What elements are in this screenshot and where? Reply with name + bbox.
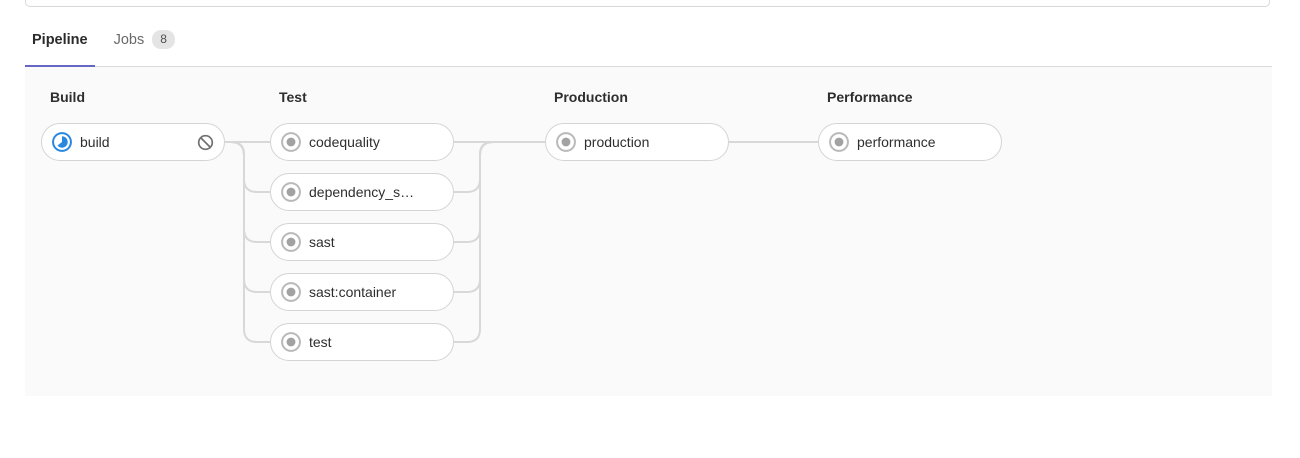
job-pill-codequality[interactable]: codequality xyxy=(270,123,454,161)
job-pill-dependency-s[interactable]: dependency_s… xyxy=(270,173,454,211)
stage-header-build: Build xyxy=(50,89,85,105)
pipeline-graph: Build build Test codequality dependency_s…sa… xyxy=(25,67,1272,396)
tab-bar: Pipeline Jobs 8 xyxy=(25,8,1272,67)
job-label: production xyxy=(584,134,650,150)
tab-jobs[interactable]: Jobs 8 xyxy=(107,8,182,67)
job-pill-sast[interactable]: sast xyxy=(270,223,454,261)
created-status-icon xyxy=(281,332,301,352)
job-pill-production[interactable]: production xyxy=(545,123,729,161)
job-pill-sast-container[interactable]: sast:container xyxy=(270,273,454,311)
job-label: codequality xyxy=(309,134,380,150)
stage-header-performance: Performance xyxy=(827,89,913,105)
job-label: build xyxy=(80,134,110,150)
card-above-bottom-edge xyxy=(25,0,1270,7)
connector-lines xyxy=(225,141,818,343)
created-status-icon xyxy=(281,182,301,202)
running-status-icon xyxy=(52,132,72,152)
tab-pipeline[interactable]: Pipeline xyxy=(25,8,95,67)
created-status-icon xyxy=(281,282,301,302)
job-pill-performance[interactable]: performance xyxy=(818,123,1002,161)
created-status-icon xyxy=(281,232,301,252)
stage-header-production: Production xyxy=(554,89,628,105)
jobs-count-badge: 8 xyxy=(152,30,175,49)
job-pill-build[interactable]: build xyxy=(41,123,225,161)
cancel-job-button[interactable] xyxy=(194,131,216,153)
tab-pipeline-label: Pipeline xyxy=(32,31,88,48)
job-label: test xyxy=(309,334,332,350)
created-status-icon xyxy=(829,132,849,152)
job-label: dependency_s… xyxy=(309,184,415,200)
tab-jobs-label: Jobs xyxy=(113,31,145,48)
stage-header-test: Test xyxy=(279,89,307,105)
job-label: performance xyxy=(857,134,936,150)
job-label: sast:container xyxy=(309,284,397,300)
created-status-icon xyxy=(281,132,301,152)
cancel-icon xyxy=(197,134,213,150)
job-pill-test[interactable]: test xyxy=(270,323,454,361)
created-status-icon xyxy=(556,132,576,152)
job-label: sast xyxy=(309,234,335,250)
